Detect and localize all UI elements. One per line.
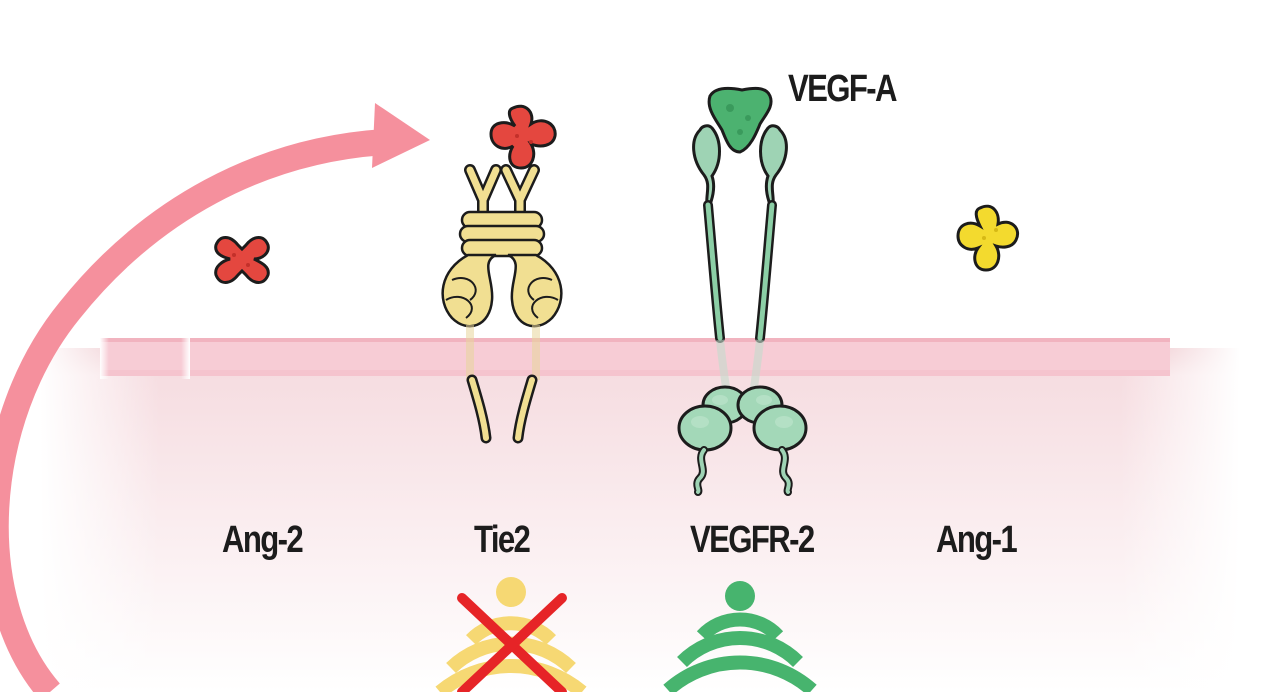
label-ang1: Ang-1 [936,521,1016,559]
ang1-ligand [958,206,1018,270]
ang2-bound-ligand [491,106,555,168]
label-tie2: Tie2 [474,521,529,559]
label-ang2: Ang-2 [222,521,302,559]
ang2-ligand [216,238,269,283]
label-vegfa: VEGF-A [788,70,896,108]
cell-cytoplasm [40,348,1240,692]
cell-membrane [100,335,1170,379]
label-vegfr2: VEGFR-2 [690,521,814,559]
